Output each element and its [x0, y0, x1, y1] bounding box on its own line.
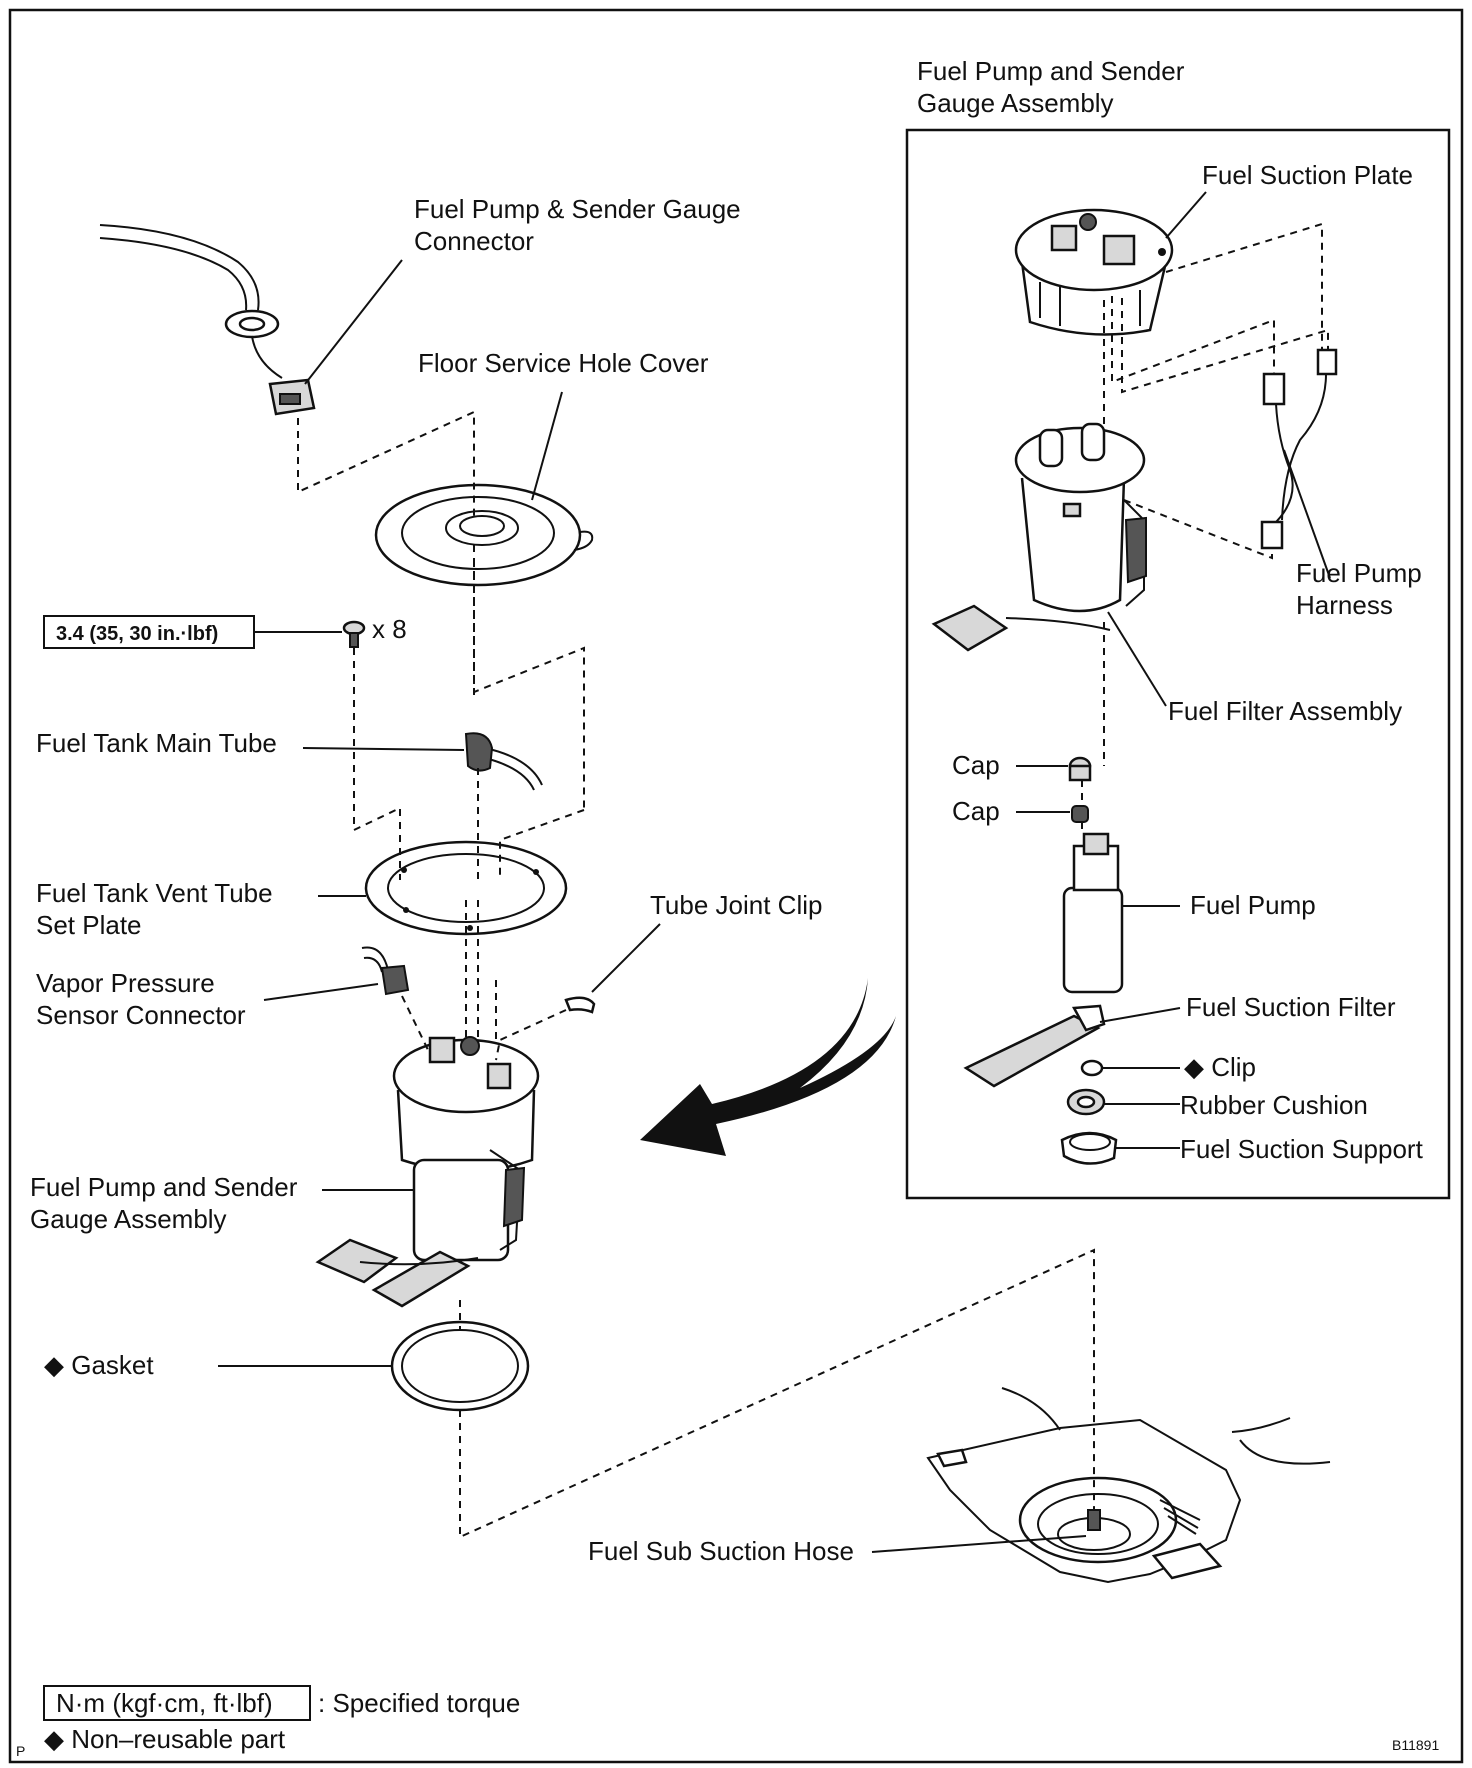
legend-nonreusable: ◆ Non–reusable part	[44, 1724, 286, 1754]
label-connector-line1: Fuel Pump & Sender Gauge	[414, 194, 741, 224]
label-cap-2: Cap	[952, 796, 1000, 826]
legend-torque-box	[43, 1685, 311, 1721]
pump-sender-connector-illustration	[99, 224, 316, 416]
label-fuel-pump: Fuel Pump	[1190, 890, 1316, 920]
label-connector-line2: Connector	[414, 226, 534, 256]
label-rubber-cushion: Rubber Cushion	[1180, 1090, 1368, 1120]
fuel-suction-plate-illustration	[1014, 208, 1174, 336]
cap-illustrations	[1068, 756, 1092, 823]
gasket-illustration	[390, 1320, 530, 1412]
label-fuel-suction-plate: Fuel Suction Plate	[1202, 160, 1413, 190]
tube-joint-clip-illustration	[564, 996, 596, 1014]
label-fuel-sub-suction-hose: Fuel Sub Suction Hose	[588, 1536, 854, 1566]
fuel-filter-assembly-illustration	[931, 422, 1147, 652]
inset-title-line2: Gauge Assembly	[917, 88, 1114, 118]
floor-service-hole-cover-illustration	[374, 483, 594, 587]
label-clip: ◆ Clip	[1184, 1052, 1256, 1082]
label-cap-1: Cap	[952, 750, 1000, 780]
fuel-tank-main-tube-illustration	[464, 732, 543, 791]
rubber-cushion-illustration	[1066, 1088, 1106, 1116]
label-fuel-filter-assembly: Fuel Filter Assembly	[1168, 696, 1402, 726]
fuel-suction-filter-illustration	[963, 1004, 1106, 1088]
legend-torque-unit: N·m (kgf·cm, ft·lbf)	[56, 1688, 273, 1718]
fuel-pump-illustration	[1062, 832, 1124, 994]
clip-illustration	[1080, 1059, 1104, 1077]
fuel-suction-support-illustration	[1060, 1131, 1118, 1165]
label-fuel-pump-harness-line1: Fuel Pump	[1296, 558, 1422, 588]
inset-dashed-lines	[1081, 222, 1329, 834]
torque-spec-value: 3.4 (35, 30 in.·lbf)	[56, 623, 218, 645]
label-assembly-line2: Gauge Assembly	[30, 1204, 227, 1234]
left-assembly-dashed-lines	[297, 410, 1095, 1539]
label-assembly-line1: Fuel Pump and Sender	[30, 1172, 298, 1202]
bolt-illustration	[342, 620, 366, 648]
fuel-tank-floor-illustration	[926, 1387, 1331, 1584]
bolt-quantity: x 8	[372, 614, 407, 644]
label-floor-service-hole-cover: Floor Service Hole Cover	[418, 348, 709, 378]
inset-title-line1: Fuel Pump and Sender	[917, 56, 1185, 86]
legend-torque-desc: : Specified torque	[318, 1688, 520, 1718]
vent-tube-set-plate-illustration	[364, 840, 568, 936]
figure-code: B11891	[1392, 1737, 1439, 1753]
torque-spec-box	[43, 615, 255, 649]
label-fuel-suction-filter: Fuel Suction Filter	[1186, 992, 1396, 1022]
label-vapor-sensor-line2: Sensor Connector	[36, 1000, 246, 1030]
pump-sender-assembly-illustration	[315, 1036, 540, 1308]
fuel-pump-harness-illustration	[1260, 348, 1338, 550]
assembly-direction-arrow	[640, 978, 896, 1156]
label-fuel-suction-support: Fuel Suction Support	[1180, 1134, 1424, 1164]
label-fuel-pump-harness-line2: Harness	[1296, 590, 1393, 620]
inset-frame	[905, 128, 1451, 1200]
corner-letter: P	[16, 1743, 25, 1759]
vapor-pressure-sensor-connector-illustration	[361, 946, 410, 996]
outer-frame	[8, 8, 1464, 1764]
label-vapor-sensor-line1: Vapor Pressure	[36, 968, 215, 998]
label-vent-tube-plate-line1: Fuel Tank Vent Tube	[36, 878, 273, 908]
leader-lines	[218, 191, 1331, 1553]
label-vent-tube-plate-line2: Set Plate	[36, 910, 142, 940]
label-gasket: ◆ Gasket	[44, 1350, 154, 1380]
label-tube-joint-clip: Tube Joint Clip	[650, 890, 822, 920]
label-fuel-tank-main-tube: Fuel Tank Main Tube	[36, 728, 277, 758]
